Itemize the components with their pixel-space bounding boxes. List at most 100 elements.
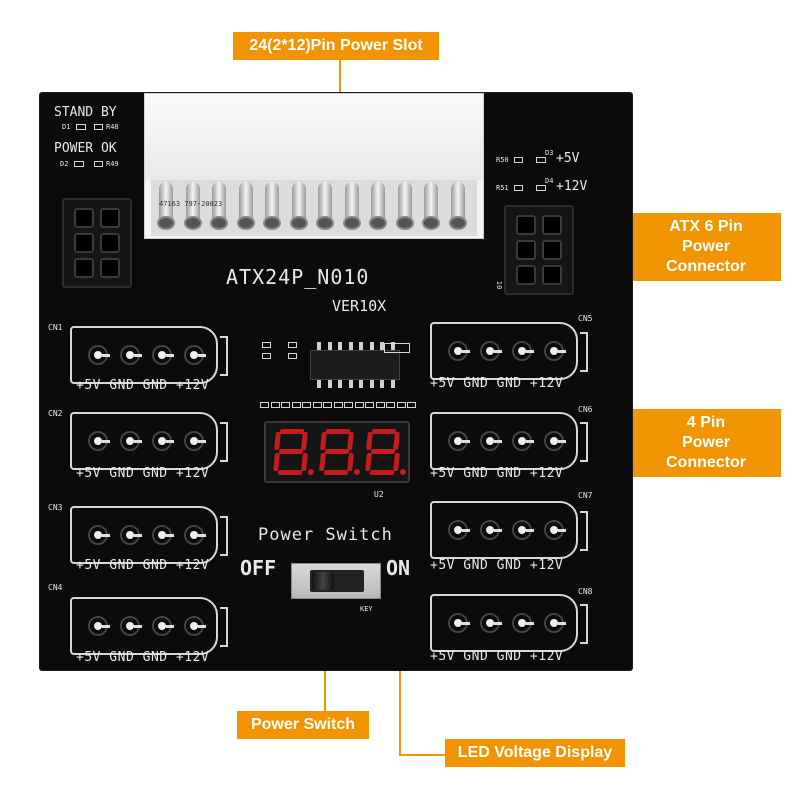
slot-pin-row (151, 180, 477, 236)
display-segment (366, 432, 373, 450)
pcb-board: STAND BY D1 R48 POWER OK D2 R49 D3 R50 +… (40, 93, 632, 670)
cn2-label: CN2 (48, 409, 63, 418)
molex-connector-cn7[interactable] (430, 501, 588, 559)
molex-pin (480, 613, 502, 633)
smd-component (407, 402, 416, 408)
molex-pin (512, 431, 534, 451)
power-switch[interactable] (291, 563, 381, 599)
smd-component (270, 402, 280, 408)
display-segment (278, 449, 304, 454)
molex-connector-cn1[interactable] (70, 326, 228, 384)
ic-leg (369, 342, 374, 350)
display-digit-3 (365, 429, 406, 475)
cn7-label: CN7 (578, 491, 593, 500)
molex-pin (544, 341, 566, 361)
board-model: ATX24P_N010 (226, 265, 370, 289)
smd-component (291, 402, 301, 408)
stand-by-led (76, 124, 86, 130)
molex-pin (88, 345, 110, 365)
molex-connector-cn2[interactable] (70, 412, 228, 470)
display-segment (365, 453, 372, 471)
ic-leg (380, 380, 384, 388)
molex-connector-cn5[interactable] (430, 322, 588, 380)
molex-pin (480, 341, 502, 361)
molex-pin (152, 345, 174, 365)
switch-knob[interactable] (312, 572, 334, 590)
ic-leg (359, 380, 363, 388)
molex-pin (120, 431, 142, 451)
smd-component (288, 353, 297, 359)
callout-atx6-line2: Power Connector (666, 238, 746, 275)
board-version: VER10X (332, 297, 387, 315)
atx-24pin-slot[interactable]: 47163 797-20023 (144, 93, 484, 239)
molex-pin (120, 345, 142, 365)
molex-pin (480, 520, 502, 540)
molex-latch (580, 511, 588, 551)
molex-pin-label: +5V GND GND +12V (430, 466, 564, 481)
5v-led (536, 157, 546, 163)
cn6-label: CN6 (578, 405, 593, 414)
display-decimal-point (400, 469, 406, 475)
ic-leg (348, 342, 353, 350)
molex-connector-cn8[interactable] (430, 594, 588, 652)
molex-pin-label: +5V GND GND +12V (76, 378, 210, 393)
callout-4pin-line2: Power Connector (666, 434, 746, 471)
display-decimal-point (308, 469, 314, 475)
molex-pin-label: +5V GND GND +12V (76, 466, 210, 481)
molex-pin-label: +5V GND GND +12V (76, 650, 210, 665)
smd-component (384, 343, 410, 353)
molex-connector-cn6[interactable] (430, 412, 588, 470)
cn5-label: CN5 (578, 314, 593, 323)
power-ok-led (74, 161, 84, 167)
display-digit-1 (273, 429, 314, 475)
molex-latch (220, 607, 228, 647)
molex-pin (480, 431, 502, 451)
slot-pin (236, 182, 255, 230)
molex-pin-label: +5V GND GND +12V (430, 558, 564, 573)
6pin-cell (74, 233, 94, 253)
6pin-cell (100, 258, 120, 278)
power-switch-label: Power Switch (258, 525, 393, 545)
6pin-cell (542, 265, 562, 285)
6pin-cell (542, 240, 562, 260)
molex-latch (580, 604, 588, 644)
molex-pin (512, 613, 534, 633)
cn8-label: CN8 (578, 587, 593, 596)
molex-pin (184, 616, 206, 636)
slot-part-code: 47163 797-20023 (159, 200, 223, 208)
smd-component (333, 402, 343, 408)
slot-pin (342, 182, 361, 230)
display-segment (325, 429, 351, 434)
slot-pin (263, 182, 281, 230)
stand-by-label: STAND BY (54, 105, 117, 120)
6pin-cell (100, 233, 120, 253)
molex-pin-label: +5V GND GND +12V (430, 649, 564, 664)
molex-connector-cn3[interactable] (70, 506, 228, 564)
smd-component (260, 402, 269, 408)
callout-atx6-line1: ATX 6 Pin (669, 218, 743, 235)
right-6pin-connector[interactable] (504, 205, 574, 295)
6pin-cell (100, 208, 120, 228)
5v-label: +5V (556, 151, 580, 166)
ic-leg (390, 342, 395, 350)
6pin-cell (74, 208, 94, 228)
slot-pin (210, 182, 228, 230)
callout-24pin-slot: 24(2*12)Pin Power Slot (233, 32, 439, 60)
smd-component (288, 342, 297, 348)
d3-label: D3 (545, 149, 554, 157)
molex-pin (120, 525, 142, 545)
display-segment (277, 470, 303, 475)
r51-label: R51 (496, 184, 509, 192)
display-segment (273, 453, 280, 471)
molex-pin (88, 525, 110, 545)
display-segment (370, 449, 396, 454)
display-segment (347, 432, 354, 450)
display-segment (393, 453, 400, 471)
callout-power-switch: Power Switch (237, 711, 369, 739)
ic-leg (380, 342, 384, 350)
smd-component (302, 402, 311, 408)
molex-pin-label: +5V GND GND +12V (76, 558, 210, 573)
molex-connector-cn4[interactable] (70, 597, 228, 655)
left-6pin-connector[interactable] (62, 198, 132, 288)
6pin-cell (74, 258, 94, 278)
